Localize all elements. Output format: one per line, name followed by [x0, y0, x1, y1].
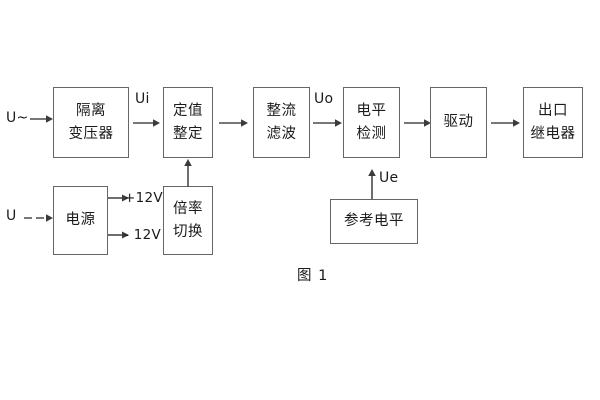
signal-label-uo: Uo	[314, 91, 334, 107]
arrow-isolation-transformer-to-setting-value	[133, 117, 161, 129]
input-label-ac: U~	[6, 110, 29, 126]
block-output-relay: 出口 继电器	[523, 87, 583, 158]
figure-caption: 图 1	[297, 268, 329, 284]
block-line: 检测	[356, 125, 387, 142]
block-line: 参考电平	[344, 213, 404, 230]
rail-label-positive: +12V	[124, 190, 163, 206]
block-line: 继电器	[530, 125, 576, 142]
arrow-rectify-filter-to-level-detection	[313, 117, 343, 129]
block-line: 电平	[356, 103, 387, 120]
arrow-level-detection-to-drive	[404, 117, 432, 129]
arrow-dc-input-to-power-supply	[24, 212, 54, 224]
input-label-dc: U	[6, 208, 17, 224]
signal-label-ue: Ue	[379, 170, 399, 186]
arrow-reference-level-to-level-detection	[366, 168, 378, 199]
arrow-power-supply-rail-negative	[108, 229, 130, 241]
block-power-supply: 电源	[53, 186, 108, 255]
arrow-drive-to-output-relay	[491, 117, 521, 129]
block-line: 变压器	[68, 125, 114, 142]
block-reference-level: 参考电平	[330, 199, 418, 244]
block-line: 隔离	[76, 103, 106, 120]
block-line: 切换	[173, 223, 203, 240]
block-line: 驱动	[443, 114, 474, 131]
arrow-ac-input-to-isolation-transformer	[30, 113, 54, 125]
block-line: 定值	[173, 103, 203, 120]
block-multiplier-switch: 倍率 切换	[163, 186, 213, 255]
block-line: 电源	[65, 212, 96, 229]
block-drive: 驱动	[430, 87, 487, 158]
block-line: 倍率	[173, 201, 203, 218]
rail-label-negative: - 12V	[124, 227, 162, 243]
block-line: 整定	[173, 125, 203, 142]
block-line: 出口	[538, 103, 568, 120]
arrow-power-supply-rail-positive	[108, 192, 130, 204]
block-line: 整流	[266, 103, 297, 120]
signal-label-ui: Ui	[135, 91, 150, 107]
block-line: 滤波	[266, 125, 297, 142]
block-level-detection: 电平 检测	[343, 87, 400, 158]
arrow-multiplier-switch-to-setting-value	[182, 158, 194, 187]
block-setting-value: 定值 整定	[163, 87, 213, 158]
block-rectify-filter: 整流 滤波	[253, 87, 310, 158]
arrow-setting-value-to-rectify-filter	[219, 117, 249, 129]
block-isolation-transformer: 隔离 变压器	[53, 87, 129, 158]
